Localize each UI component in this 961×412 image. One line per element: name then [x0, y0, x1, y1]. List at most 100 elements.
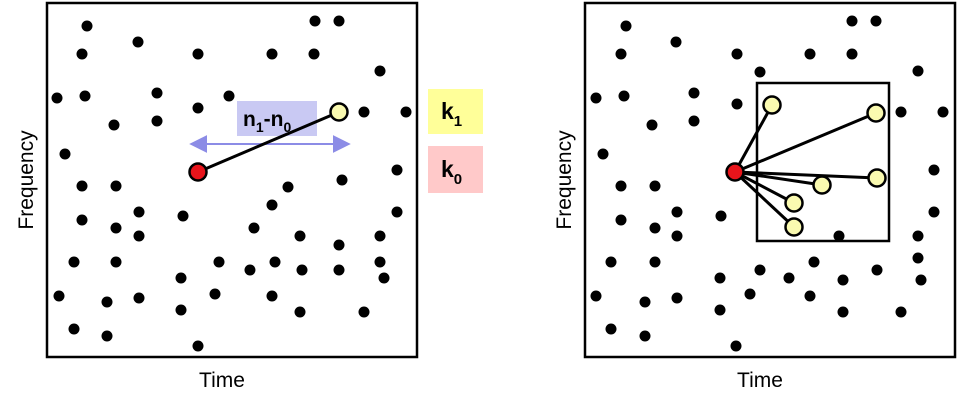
right-target-point [762, 95, 782, 115]
right-panel-frame [583, 1, 957, 359]
spectral-peak-dot [177, 210, 189, 222]
spectral-peak-dot [649, 256, 661, 268]
spectral-peak-dot [296, 264, 308, 276]
right-link-line [734, 170, 878, 180]
spectral-peak-dot [804, 290, 816, 302]
spectral-peak-dot [928, 164, 940, 176]
spectral-peak-dot [308, 48, 320, 60]
spectral-peak-dot [175, 272, 187, 284]
spectral-peak-dot [639, 296, 651, 308]
spectral-peak-dot [110, 180, 122, 192]
spectral-peak-dot [333, 15, 345, 27]
spectral-peak-dot [223, 90, 235, 102]
spectral-peak-dot [333, 264, 345, 276]
spectral-peak-dot [615, 180, 627, 192]
right-target-points [762, 95, 887, 237]
spectral-peak-dot [618, 90, 630, 102]
legend-k0-label: k0 [441, 156, 462, 188]
spectral-peak-dot [101, 330, 113, 342]
spectral-peak-dot [133, 230, 145, 242]
spectral-peak-dot [59, 148, 71, 160]
spectral-peak-dot [76, 214, 88, 226]
spectral-peak-dot [730, 340, 742, 352]
right-target-point [784, 217, 804, 237]
left-panel: n1-n0 Time Frequency [15, 1, 419, 392]
spectral-peak-dot [151, 87, 163, 99]
spectral-peak-dot [400, 106, 412, 118]
right-link-lines [733, 104, 878, 229]
right-target-point [812, 175, 832, 195]
spectral-peak-dot [192, 48, 204, 60]
spectral-peak-dot [895, 106, 907, 118]
spectral-peak-dot [76, 48, 88, 60]
right-link-line [734, 111, 877, 174]
spectral-peak-dot [870, 15, 882, 27]
spectral-peak-dot [912, 252, 924, 264]
spectral-peak-dot [671, 292, 683, 304]
right-link-line [733, 170, 796, 229]
spectral-peak-dot [715, 210, 727, 222]
legend-k0-box [428, 146, 483, 193]
spectral-peak-dot [110, 256, 122, 268]
spectral-peak-dot [670, 36, 682, 48]
legend-k1-label: k1 [441, 98, 462, 130]
spectral-peak-dot [53, 290, 65, 302]
spectral-peak-dot [336, 174, 348, 186]
spectral-peak-dot [915, 274, 927, 286]
spectral-peak-dot [108, 119, 120, 131]
spectral-peak-dot [912, 230, 924, 242]
spectral-peak-dot [895, 306, 907, 318]
spectral-peak-dot [615, 214, 627, 226]
spectral-peak-dot [266, 199, 278, 211]
spectral-peak-dot [783, 272, 795, 284]
legend: k1 k0 [428, 89, 483, 193]
spectral-peak-dot [391, 164, 403, 176]
left-dot-group [51, 15, 412, 352]
right-link-line [734, 170, 823, 187]
spectral-peak-dot [804, 48, 816, 60]
spectral-peak-dot [151, 115, 163, 127]
spectral-peak-dot [391, 206, 403, 218]
left-xlabel: Time [199, 369, 245, 392]
spectral-peak-dot [282, 181, 294, 193]
legend-k1-box [428, 89, 483, 134]
spectral-peak-dot [639, 330, 651, 342]
right-target-point [866, 103, 886, 123]
spectral-peak-dot [358, 306, 370, 318]
left-target-point [329, 102, 349, 122]
left-link-line [197, 110, 340, 174]
spectral-peak-dot [754, 66, 766, 78]
spectral-peak-dot [294, 306, 306, 318]
spectral-peak-dot [358, 106, 370, 118]
spectral-peak-dot [110, 222, 122, 234]
spectral-peak-dot [833, 230, 845, 242]
spectral-peak-dot [192, 102, 204, 114]
right-target-point [867, 168, 887, 188]
right-panel: Time Frequency [553, 1, 957, 392]
spectral-peak-dot [597, 148, 609, 160]
spectral-peak-dot [688, 87, 700, 99]
spectral-peak-dot [374, 230, 386, 242]
spectral-peak-dot [928, 206, 940, 218]
spectral-peak-dot [266, 290, 278, 302]
spectral-peak-dot [213, 256, 225, 268]
spectral-peak-dot [374, 65, 386, 77]
spectral-peak-dot [590, 290, 602, 302]
delta-label: n1-n0 [243, 108, 291, 135]
spectral-peak-dot [837, 274, 849, 286]
left-panel-frame [45, 1, 419, 359]
spectral-peak-dot [81, 20, 93, 32]
spectral-peak-dot [615, 48, 627, 60]
spectral-peak-dot [248, 222, 260, 234]
spectral-peak-dot [837, 306, 849, 318]
left-ylabel: Frequency [15, 130, 38, 230]
spectral-peak-dot [649, 180, 661, 192]
spectral-peak-dot [671, 206, 683, 218]
right-ylabel: Frequency [553, 130, 576, 230]
spectral-peak-dot [209, 288, 221, 300]
spectral-peak-dot [605, 323, 617, 335]
spectral-peak-dot [912, 65, 924, 77]
right-target-point [784, 193, 804, 213]
delta-label-box [237, 101, 317, 136]
